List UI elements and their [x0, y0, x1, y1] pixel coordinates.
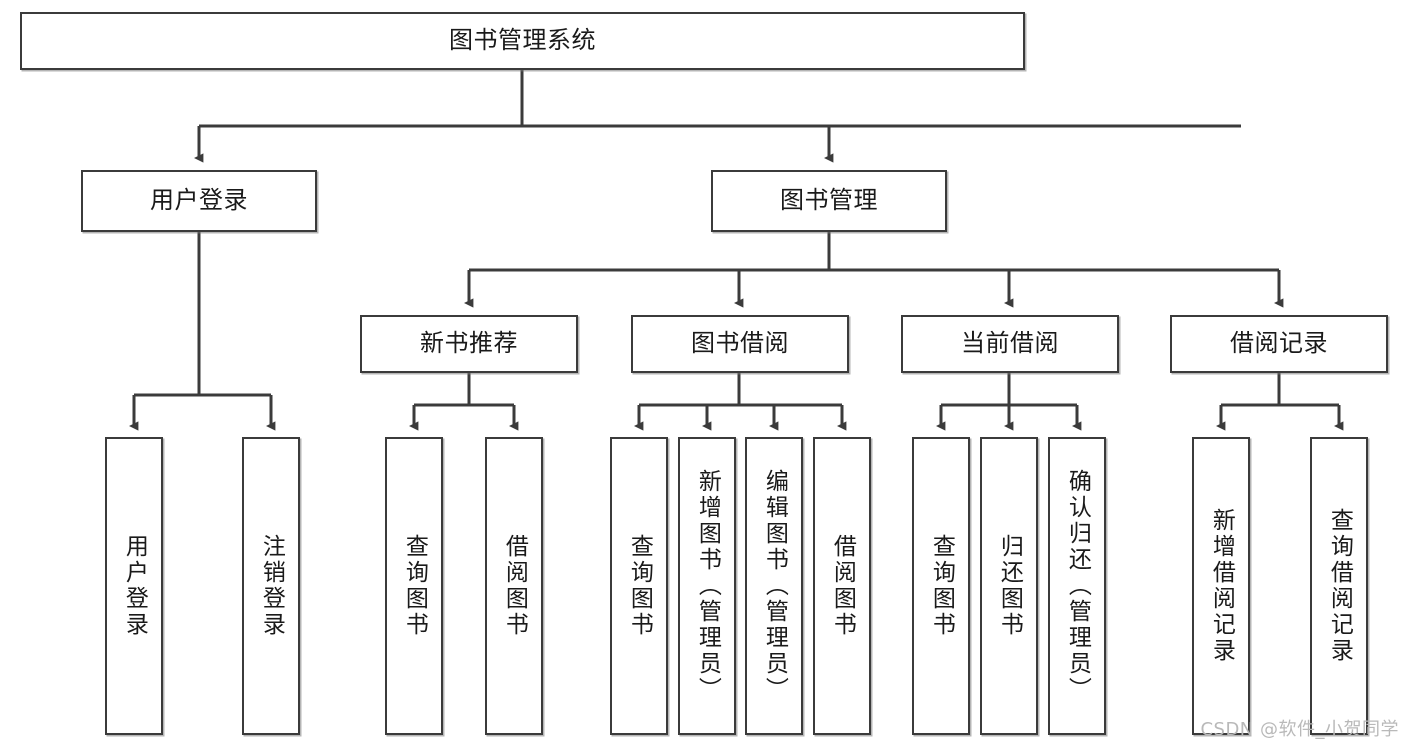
leaf-confirm-return-label: 确认归还（管理员）: [1064, 469, 1091, 703]
leaf-query-record[interactable]: 查询借阅记录: [1310, 437, 1368, 735]
node-current-borrow[interactable]: 当前借阅: [901, 315, 1119, 373]
node-new-book-recommend-label: 新书推荐: [420, 329, 518, 358]
leaf-add-record[interactable]: 新增借阅记录: [1192, 437, 1250, 735]
node-book-management-label: 图书管理: [780, 186, 878, 215]
leaf-query-book-3-label: 查询图书: [928, 534, 955, 638]
leaf-edit-book-label: 编辑图书（管理员）: [761, 469, 788, 703]
node-root[interactable]: 图书管理系统: [20, 12, 1025, 70]
leaf-add-book[interactable]: 新增图书（管理员）: [678, 437, 736, 735]
node-current-borrow-label: 当前借阅: [961, 329, 1059, 358]
node-borrow-record-label: 借阅记录: [1230, 329, 1328, 358]
node-new-book-recommend[interactable]: 新书推荐: [360, 315, 578, 373]
node-user-login[interactable]: 用户登录: [81, 170, 317, 232]
leaf-query-book-1[interactable]: 查询图书: [385, 437, 443, 735]
leaf-borrow-book-2[interactable]: 借阅图书: [813, 437, 871, 735]
leaf-borrow-book-1-label: 借阅图书: [501, 534, 528, 638]
node-root-label: 图书管理系统: [449, 26, 596, 55]
node-book-borrow[interactable]: 图书借阅: [631, 315, 849, 373]
node-user-login-label: 用户登录: [150, 186, 248, 215]
leaf-confirm-return[interactable]: 确认归还（管理员）: [1048, 437, 1106, 735]
leaf-borrow-book-2-label: 借阅图书: [829, 534, 856, 638]
leaf-query-book-2[interactable]: 查询图书: [610, 437, 668, 735]
leaf-return-book[interactable]: 归还图书: [980, 437, 1038, 735]
leaf-add-book-label: 新增图书（管理员）: [694, 469, 721, 703]
leaf-user-logout[interactable]: 注销登录: [242, 437, 300, 735]
leaf-query-book-1-label: 查询图书: [401, 534, 428, 638]
leaf-query-book-3[interactable]: 查询图书: [912, 437, 970, 735]
leaf-return-book-label: 归还图书: [996, 534, 1023, 638]
node-book-borrow-label: 图书借阅: [691, 329, 789, 358]
leaf-edit-book[interactable]: 编辑图书（管理员）: [745, 437, 803, 735]
leaf-user-login[interactable]: 用户登录: [105, 437, 163, 735]
node-borrow-record[interactable]: 借阅记录: [1170, 315, 1388, 373]
leaf-user-logout-label: 注销登录: [258, 534, 285, 638]
node-book-management[interactable]: 图书管理: [711, 170, 947, 232]
leaf-query-record-label: 查询借阅记录: [1326, 508, 1353, 664]
leaf-user-login-label: 用户登录: [121, 534, 148, 638]
watermark-text: CSDN @软件_小贺同学: [1200, 719, 1399, 740]
leaf-borrow-book-1[interactable]: 借阅图书: [485, 437, 543, 735]
leaf-add-record-label: 新增借阅记录: [1208, 508, 1235, 664]
leaf-query-book-2-label: 查询图书: [626, 534, 653, 638]
